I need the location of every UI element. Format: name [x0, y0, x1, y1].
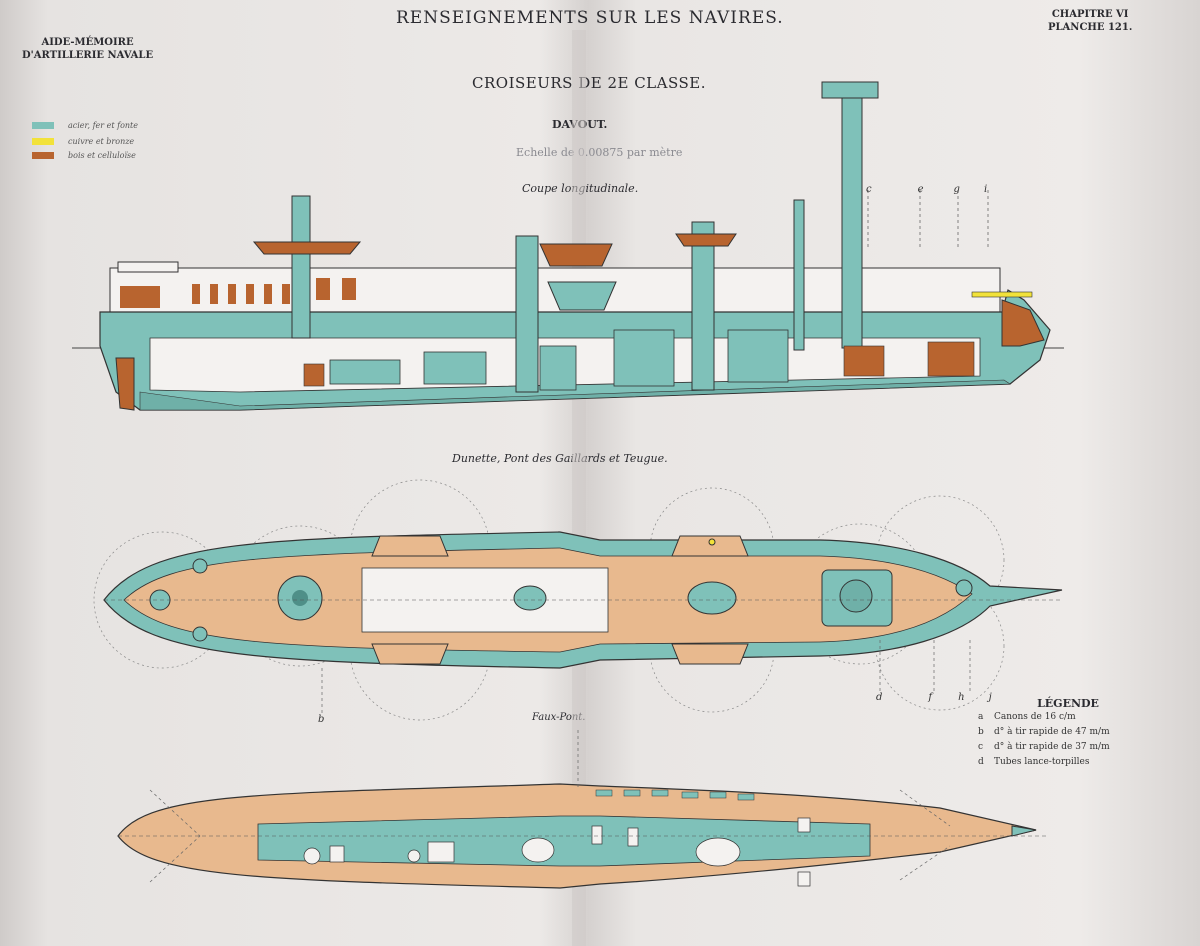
legend-key: c [978, 742, 984, 752]
aft-section-letter: b [318, 714, 325, 725]
legend-text: d° à tir rapide de 37 m/m [994, 742, 1110, 752]
legend-text: Canons de 16 c/m [994, 712, 1076, 722]
page-title: RENSEIGNEMENTS SUR LES NAVIRES. [396, 8, 784, 28]
boat-cradle [547, 281, 617, 311]
sponson-aft-port [371, 535, 449, 557]
legend-key: a [978, 712, 984, 722]
chapter-label: CHAPITRE VI [1051, 9, 1129, 20]
section-letter: f [928, 692, 933, 703]
legend: LÉGENDE a Canons de 16 c/m b d° à tir rapi… [978, 697, 1178, 770]
legend-item: c d° à tir rapide de 37 m/m [978, 740, 1178, 755]
material-key-bronze: cuivre et bronze [32, 137, 134, 146]
material-key-wood: bois et celluloïse [32, 151, 136, 160]
header-right: CHAPITRE VI PLANCHE 121. [1048, 8, 1132, 34]
cabin-windows [120, 278, 356, 308]
sponson-starboard [671, 643, 749, 665]
material-label: acier, fer et fonte [68, 121, 139, 130]
header-left: AIDE-MÉMOIRE D'ARTILLERIE NAVALE [22, 36, 153, 62]
section-letter: i [983, 184, 988, 195]
forward-gun-mount [839, 579, 873, 613]
funnel-base-aft [513, 585, 547, 611]
bronze-swatch [32, 138, 54, 145]
bow-timber [1001, 299, 1045, 347]
mainmast [291, 195, 311, 339]
lower-deck-central-passage [257, 815, 871, 867]
lower-deck-hatches [303, 817, 811, 887]
plate-number: PLANCHE 121. [1048, 22, 1133, 33]
brass-fitting [708, 538, 716, 546]
material-label: bois et celluloïse [68, 151, 136, 160]
material-key-steel: acier, fer et fonte [32, 121, 138, 130]
lower-bow-tip [1011, 825, 1037, 837]
section-letter: h [958, 692, 965, 703]
lower-deck-ports [595, 789, 755, 801]
legend-item: d Tubes lance-torpilles [978, 755, 1178, 770]
quarter-gun-port [192, 558, 208, 574]
torpedo-lines [149, 730, 951, 883]
section-letter: j [988, 692, 992, 703]
funnel-base-fore [687, 581, 737, 615]
lower-deck-plan [117, 730, 1046, 889]
steel-swatch [32, 122, 54, 129]
sponson-aft-starboard [371, 643, 449, 665]
aft-house [117, 261, 179, 273]
rudder [115, 357, 135, 411]
legend-text: Tubes lance-torpilles [994, 757, 1090, 767]
section-letter: d [876, 692, 883, 703]
fighting-top [821, 81, 879, 99]
double-bottom [139, 379, 1011, 411]
section-letter: c [866, 184, 872, 195]
lower-deck-title: Faux-Pont. [532, 712, 586, 723]
longitudinal-section [72, 81, 1064, 411]
legend-text: d° à tir rapide de 47 m/m [994, 727, 1110, 737]
ventilator [793, 199, 805, 351]
deck-plan-title: Dunette, Pont des Gaillards et Teugue. [452, 452, 668, 465]
material-label: cuivre et bronze [68, 137, 135, 146]
foremast [841, 85, 863, 349]
deck-section-lines [321, 640, 971, 716]
bow-gun [971, 291, 1033, 298]
boat-mid [539, 243, 613, 267]
ship-class-title: CROISEURS DE 2E CLASSE. [472, 74, 706, 92]
section-letter: e [917, 184, 924, 195]
funnel-fore [691, 221, 715, 391]
header-left-line1: AIDE-MÉMOIRE [41, 37, 134, 48]
legend-item: b d° à tir rapide de 47 m/m [978, 725, 1178, 740]
wood-swatch [32, 152, 54, 159]
magazines [303, 341, 975, 387]
bow-gun-mount [955, 579, 973, 597]
boat-fore [675, 233, 737, 247]
legend-key: b [978, 727, 984, 737]
funnel-aft [515, 235, 539, 393]
sponson-port [671, 535, 749, 557]
legend-key: d [978, 757, 984, 767]
legend-item: a Canons de 16 c/m [978, 710, 1178, 725]
section-lines [867, 190, 989, 248]
header-left-line2: D'ARTILLERIE NAVALE [22, 50, 154, 61]
gun-mount-aft-center [292, 590, 308, 606]
legend-title: LÉGENDE [1037, 697, 1099, 710]
scale-note: Echelle de 0.00875 par mètre [516, 146, 683, 159]
section-letter: g [953, 184, 960, 195]
boat-aft [252, 241, 362, 255]
engines [329, 329, 789, 391]
deck-plan [93, 479, 1063, 721]
quarter-gun-starboard [192, 626, 208, 642]
